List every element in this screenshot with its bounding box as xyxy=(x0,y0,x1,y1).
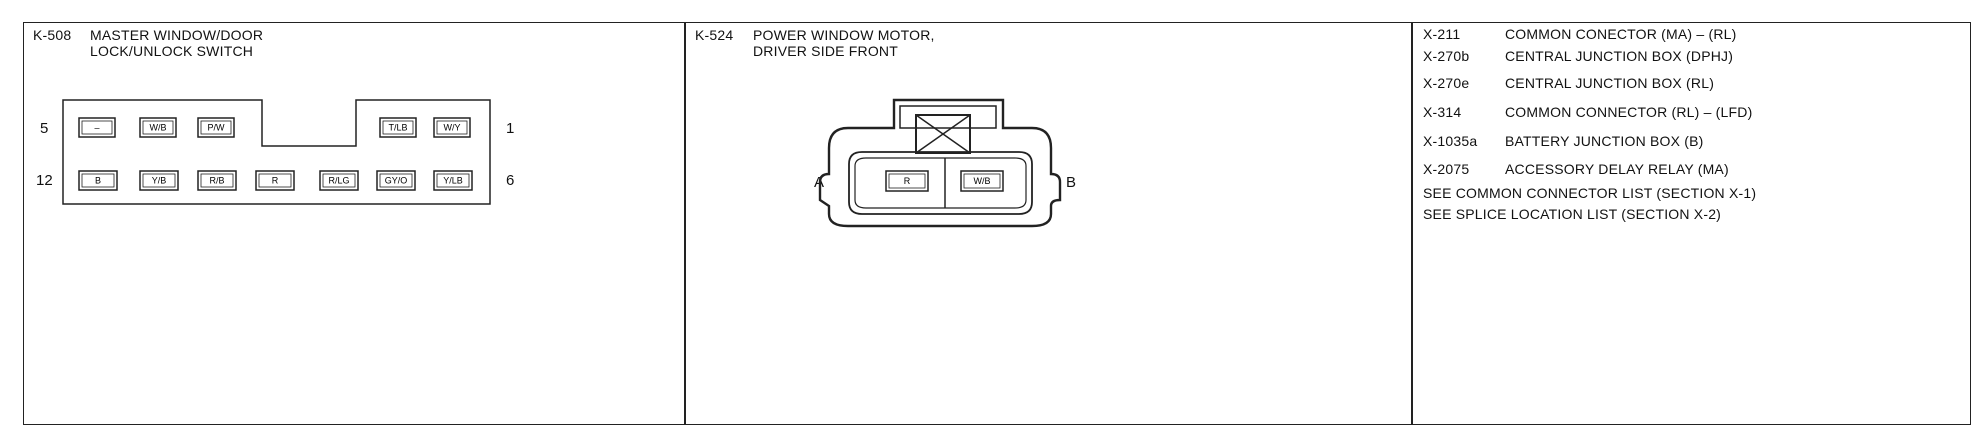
location-id: X-211 xyxy=(1423,26,1461,42)
terminal-cell: R/B xyxy=(197,170,237,191)
terminal-cell: T/LB xyxy=(379,117,417,138)
connector-subtitle: LOCK/UNLOCK SWITCH xyxy=(90,43,254,59)
terminal-cell: Y/LB xyxy=(433,170,473,191)
terminal-cell: W/B xyxy=(139,117,177,138)
connector-subtitle: DRIVER SIDE FRONT xyxy=(753,43,898,59)
terminal-wire-color: Y/LB xyxy=(443,176,463,186)
terminal-wire-color: R xyxy=(272,176,279,186)
terminal-wire-color: R xyxy=(904,176,911,186)
connector-title: MASTER WINDOW/DOOR xyxy=(90,27,264,43)
terminal-wire-color: W/B xyxy=(150,123,167,133)
location-description: COMMON CONNECTOR (RL) – (LFD) xyxy=(1505,104,1753,120)
terminal-wire-color: R/LG xyxy=(328,176,349,186)
terminal-wire-color: R/B xyxy=(209,176,224,186)
location-id: X-1035a xyxy=(1423,133,1478,149)
terminal-wire-color: T/LB xyxy=(388,123,407,133)
terminal-cell: – xyxy=(78,117,116,138)
side-label-b: B xyxy=(1066,174,1077,191)
terminal-wire-color: P/W xyxy=(208,123,226,133)
terminal-cell: W/Y xyxy=(433,117,471,138)
terminal-wire-color: W/Y xyxy=(444,123,461,133)
location-id: X-270b xyxy=(1423,48,1470,64)
location-description: BATTERY JUNCTION BOX (B) xyxy=(1505,133,1704,149)
terminal-cell: R/LG xyxy=(319,170,359,191)
terminal-wire-color: – xyxy=(94,123,99,133)
terminal-cell: P/W xyxy=(197,117,235,138)
terminal-cell: Y/B xyxy=(139,170,179,191)
terminal-cell: R xyxy=(255,170,295,191)
location-id: X-2075 xyxy=(1423,161,1470,177)
terminal-wire-color: W/B xyxy=(974,176,991,186)
panel-divider-2 xyxy=(1411,22,1413,425)
panel-divider-1 xyxy=(684,22,686,425)
location-id: X-314 xyxy=(1423,104,1462,120)
pin-number: 1 xyxy=(506,120,515,137)
location-description: ACCESSORY DELAY RELAY (MA) xyxy=(1505,161,1729,177)
location-id: X-270e xyxy=(1423,75,1470,91)
pin-number: 6 xyxy=(506,172,515,189)
note-common-connector: SEE COMMON CONNECTOR LIST (SECTION X-1) xyxy=(1423,185,1757,201)
diagram-frame xyxy=(23,22,1971,425)
terminal-cell: B xyxy=(78,170,118,191)
connector-id: K-524 xyxy=(695,27,734,43)
pin-number: 12 xyxy=(36,172,53,189)
connector-title: POWER WINDOW MOTOR, xyxy=(753,27,935,43)
location-description: CENTRAL JUNCTION BOX (RL) xyxy=(1505,75,1715,91)
terminal-wire-color: Y/B xyxy=(152,176,167,186)
terminal-wire-color: GY/O xyxy=(385,176,408,186)
terminal-cell: W/B xyxy=(960,170,1004,192)
terminal-cell: GY/O xyxy=(376,170,416,191)
connector-id: K-508 xyxy=(33,27,72,43)
terminal-wire-color: B xyxy=(95,176,101,186)
location-description: COMMON CONECTOR (MA) – (RL) xyxy=(1505,26,1737,42)
pin-number: 5 xyxy=(40,120,49,137)
terminal-cell: R xyxy=(885,170,929,192)
location-description: CENTRAL JUNCTION BOX (DPHJ) xyxy=(1505,48,1734,64)
note-splice-location: SEE SPLICE LOCATION LIST (SECTION X-2) xyxy=(1423,206,1722,222)
